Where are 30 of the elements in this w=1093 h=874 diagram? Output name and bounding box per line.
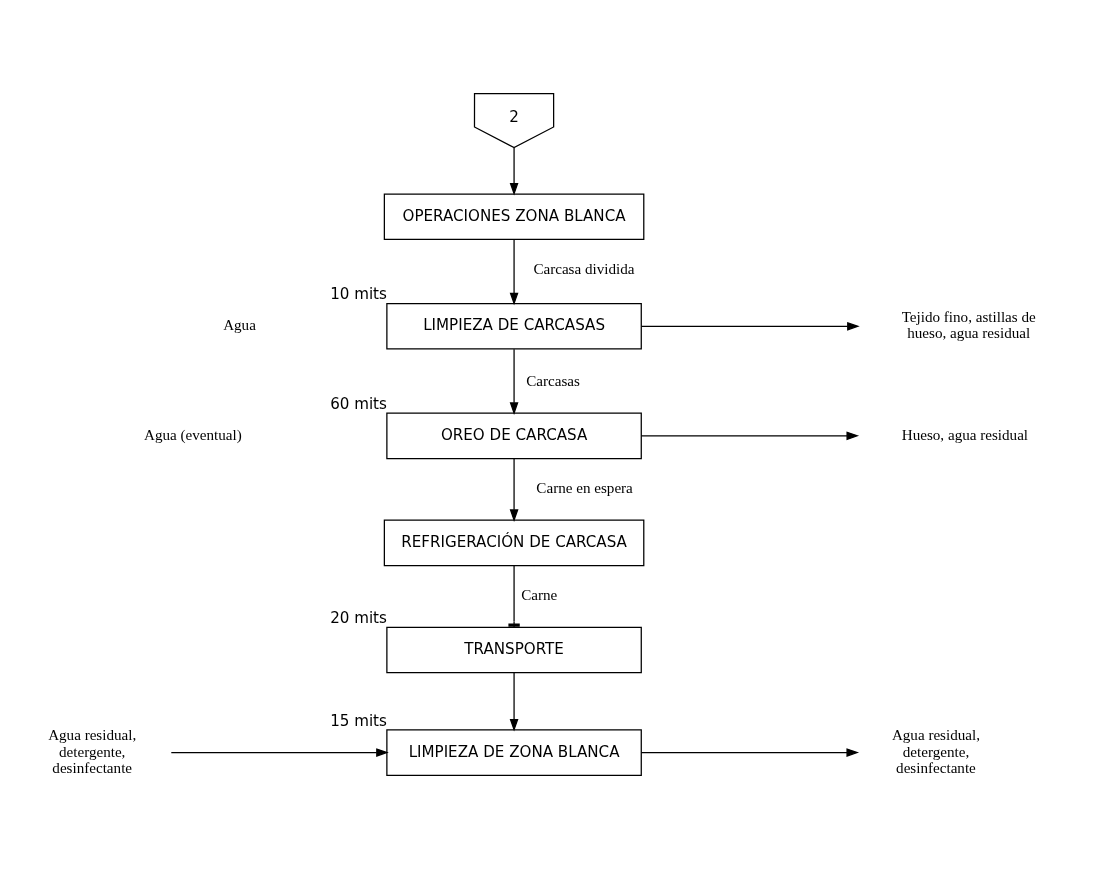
arrow [640, 431, 860, 441]
label: Agua (eventual) [144, 426, 242, 443]
node-label: 60 mits [330, 394, 387, 413]
edge-label: Carne [521, 587, 558, 604]
node-text: Hueso, agua residual [901, 426, 1029, 443]
edge-label: Carcasas [526, 373, 580, 390]
arrow [170, 748, 389, 757]
node-box: OPERACIONES ZONA BLANCA [383, 193, 645, 241]
arrow [509, 458, 519, 522]
node-box: OREO DE CARCASA [386, 412, 642, 460]
label: Agua [223, 317, 256, 334]
node-label: 20 mits [330, 609, 387, 627]
node-text: Tejido fino, astillas de hueso, agua residual [901, 309, 1036, 342]
connector [508, 565, 520, 628]
node-text: Agua residual, detergente, desinfectante [48, 727, 137, 776]
node-label: 15 mits [330, 711, 387, 730]
node-box: TRANSPORTE [386, 626, 642, 674]
edge-label: Carcasa dividida [533, 261, 635, 278]
node-box: LIMPIEZA DE ZONA BLANCA [386, 729, 642, 776]
edge-label: Carne en espera [536, 480, 633, 497]
arrow [509, 147, 519, 196]
arrow [509, 239, 519, 306]
node-box: REFRIGERACIÓN DE CARCASA [383, 519, 645, 567]
arrow [640, 321, 860, 331]
arrow [509, 348, 519, 415]
node-label: 10 mits [330, 285, 387, 304]
arrow [640, 748, 860, 757]
arrow [509, 672, 519, 732]
node-text: Agua residual, detergente, desinfectante [891, 727, 981, 776]
node-box: LIMPIEZA DE CARCASAS [386, 303, 642, 350]
